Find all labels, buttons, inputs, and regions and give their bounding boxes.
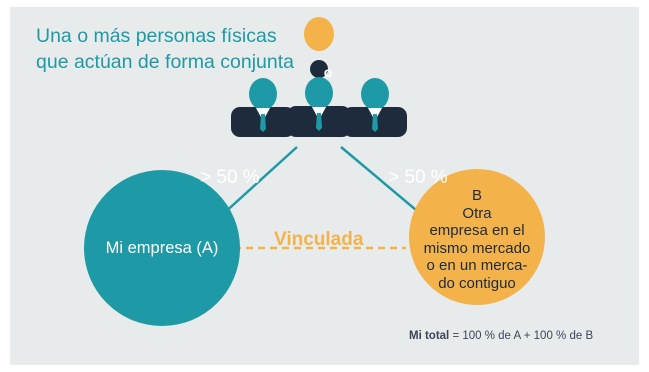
diagram-canvas: Una o más personas físicas que actúan de… [10,7,639,365]
circle-company-b [409,169,545,305]
connector-right [340,146,423,216]
company-b-line: empresa en el [429,222,525,239]
company-b-line: o en un merca- [426,257,528,274]
total-note: Mi total = 100 % de A + 100 % de B [409,330,593,342]
circle-company-a [84,170,240,326]
company-b-label: B Otra empresa en el mismo mercado o en … [402,187,552,292]
total-label: Mi total [409,330,450,342]
company-a-label: Mi empresa (A) [105,239,219,257]
percent-label-right: > 50 % [388,167,448,188]
title-line-2: que actúan de forma conjunta [36,51,295,73]
diagram-title: Una o más personas físicas que actúan de… [36,23,294,75]
person-heads [249,77,389,110]
company-b-line: do contiguo [438,274,516,292]
company-b-line: B [471,187,482,204]
person-ties [260,113,378,132]
title-line-1: Una o más personas físicas [36,25,277,47]
linked-label: Vinculada [274,229,364,250]
percent-label-left: > 50 % [200,167,260,188]
company-b-line: mismo mercado [423,239,531,257]
or-label: o [323,64,333,80]
diagram-graphics [84,17,545,326]
total-formula: = 100 % de A + 100 % de B [449,330,594,342]
company-b-line: Otra [462,204,492,222]
single-person-icon [304,17,334,78]
connector-left [221,146,298,216]
